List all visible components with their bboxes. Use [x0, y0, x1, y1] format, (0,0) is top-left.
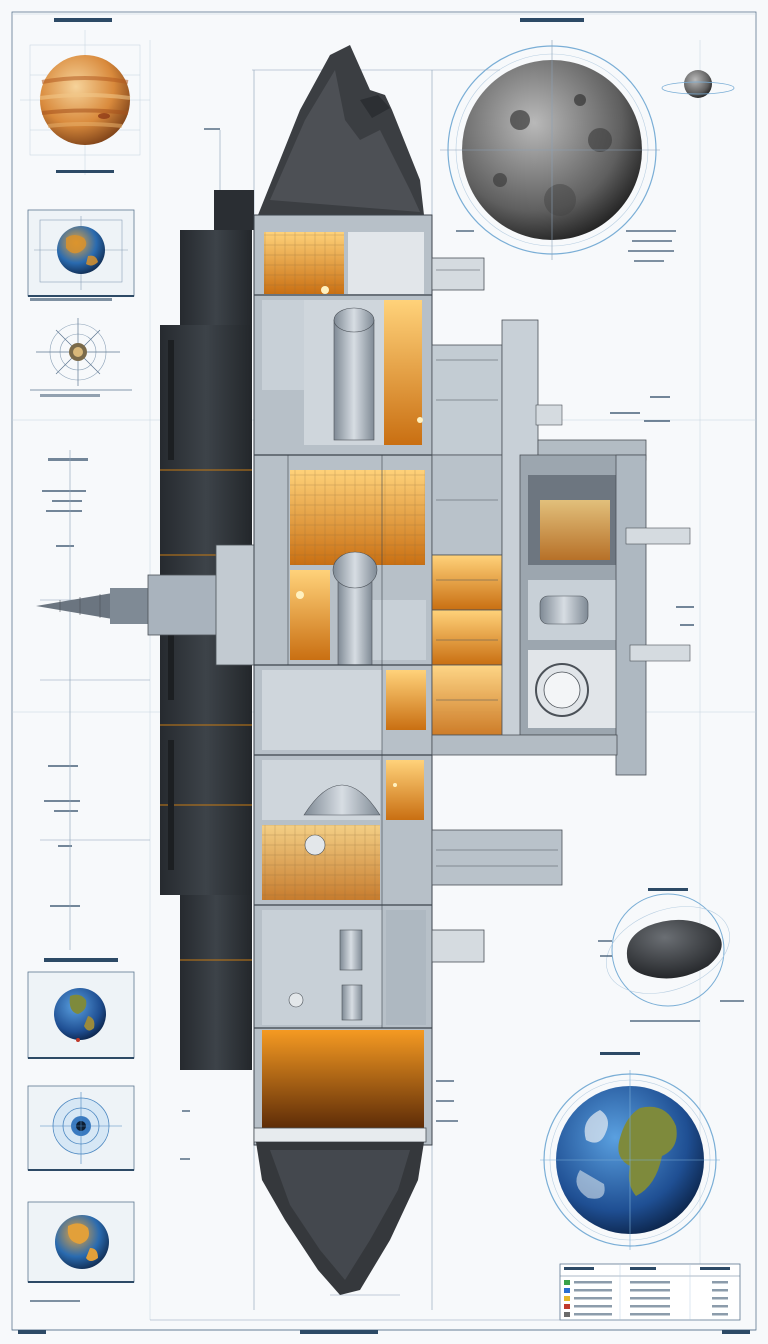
legend-text-bar [712, 1313, 728, 1316]
legend-text-bar [712, 1289, 728, 1292]
moon-icon [440, 18, 735, 262]
station-blueprint [36, 45, 700, 1321]
gas-giant-planet-icon [20, 18, 150, 175]
legend-swatch [564, 1280, 570, 1285]
legend-text-bar [630, 1305, 670, 1308]
legend-text-bar [630, 1289, 670, 1292]
legend-text-bar [712, 1297, 728, 1300]
legend-text-bar [630, 1313, 670, 1316]
earth-globe-icon [27, 1201, 135, 1302]
legend-text-bar [712, 1305, 728, 1308]
legend-text-bar [574, 1289, 612, 1292]
legend-text-bar [574, 1297, 612, 1300]
legend-swatch [564, 1296, 570, 1301]
legend-text-bar [712, 1281, 728, 1284]
radar-target-icon [27, 1085, 135, 1171]
border-grid [11, 11, 757, 1334]
right-annotations [610, 396, 694, 626]
legend-swatch [564, 1312, 570, 1317]
legend-text-bar [574, 1305, 612, 1308]
legend-text-bar [574, 1281, 612, 1284]
left-annotations [42, 458, 88, 907]
legend-swatch [564, 1304, 570, 1309]
legend-swatch [564, 1288, 570, 1293]
legend-text-bar [630, 1281, 670, 1284]
earth-globe-large-icon [540, 1052, 720, 1250]
planet-scan-panel [27, 209, 135, 301]
asteroid-icon [598, 888, 744, 1022]
compass-rose-icon [30, 318, 132, 397]
earth-view-panel [27, 958, 135, 1059]
legend-text-bar [574, 1313, 612, 1316]
dimension-marks [180, 128, 474, 1160]
legend-table [559, 1263, 741, 1321]
left-leader-lines [40, 450, 150, 950]
legend-text-bar [630, 1297, 670, 1300]
